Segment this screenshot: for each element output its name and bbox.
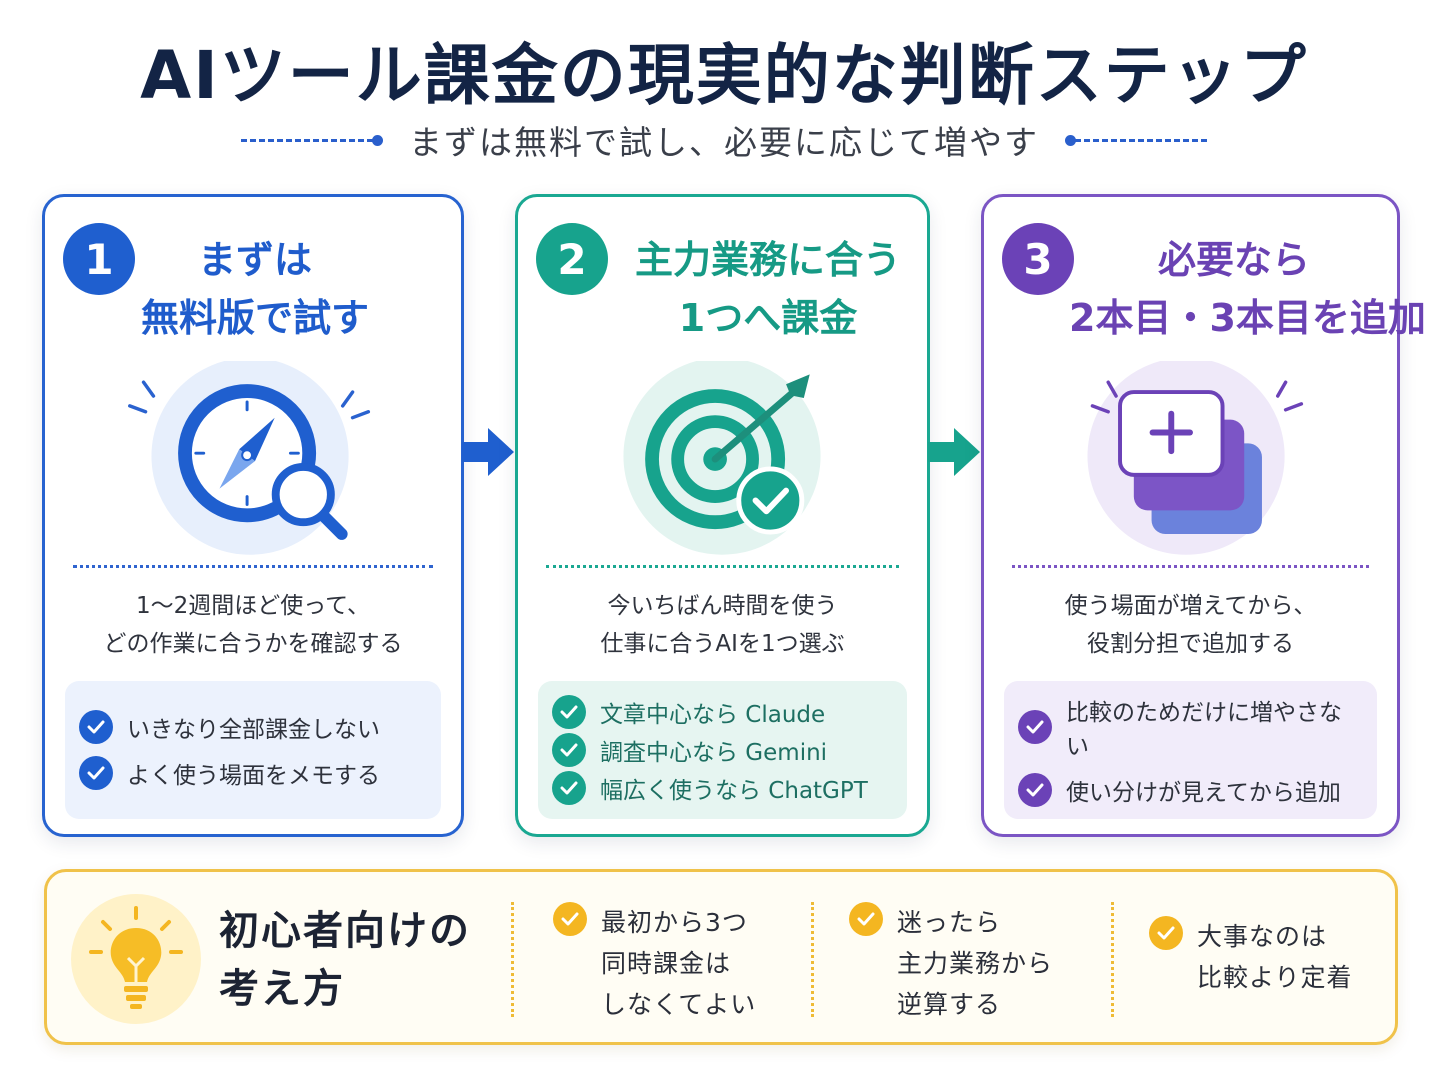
arrow-right-icon xyxy=(462,428,514,476)
divider xyxy=(73,565,433,568)
tips-panel: 初心者向けの 考え方 最初から3つ 同時課金は しなくてよい 迷ったら 主力業務… xyxy=(44,869,1398,1045)
divider xyxy=(546,565,899,568)
list-item-label: よく使う場面をメモする xyxy=(127,763,380,789)
step-description: 今いちばん時間を使う 仕事に合うAIを1つ選ぶ xyxy=(518,587,927,663)
step-title-line: 主力業務に合う xyxy=(634,238,901,282)
description-line: 使う場面が増えてから、 xyxy=(1064,593,1317,619)
tip-item: 大事なのは 比較より定着 xyxy=(1149,916,1353,998)
tip-line: 迷ったら xyxy=(897,908,1002,937)
step-number-badge: 2 xyxy=(536,223,608,295)
step-card-2: 2 主力業務に合う 1つへ課金 今いちばん時間を使う 仕事に合うAIを1つ選ぶ … xyxy=(515,194,930,837)
tip-line: しなくてよい xyxy=(601,990,757,1019)
tip-line: 主力業務から xyxy=(897,949,1054,978)
check-icon xyxy=(552,771,586,805)
step-number-badge: 1 xyxy=(63,223,135,295)
step-title-line: 無料版で試す xyxy=(140,296,369,340)
tip-item: 迷ったら 主力業務から 逆算する xyxy=(849,902,1053,1025)
lightbulb-icon xyxy=(71,894,201,1024)
target-check-icon xyxy=(623,361,821,555)
checklist: いきなり全部課金しない よく使う場面をメモする xyxy=(65,681,441,819)
list-item: 比較のためだけに増やさない xyxy=(1018,693,1363,761)
tip-line: 最初から3つ xyxy=(601,908,748,937)
step-title: 主力業務に合う 1つへ課金 xyxy=(623,231,913,347)
list-item-label: 幅広く使うなら ChatGPT xyxy=(600,778,868,804)
list-item-label: 調査中心なら Gemini xyxy=(600,740,828,766)
step-title-line: 必要なら xyxy=(1157,238,1310,282)
tip-line: 同時課金は xyxy=(601,949,732,978)
separator xyxy=(511,902,514,1017)
subtitle-decor-left xyxy=(241,134,383,146)
checklist: 比較のためだけに増やさない 使い分けが見えてから追加 xyxy=(1004,681,1377,819)
list-item: よく使う場面をメモする xyxy=(79,756,427,790)
check-icon xyxy=(79,756,113,790)
tip-text: 最初から3つ 同時課金は しなくてよい xyxy=(601,902,756,1025)
step-title: まずは 無料版で試す xyxy=(135,231,375,347)
check-icon xyxy=(849,902,883,936)
step-title-line: まずは xyxy=(197,238,312,282)
tips-title: 初心者向けの 考え方 xyxy=(219,902,471,1018)
list-item-label: 比較のためだけに増やさない xyxy=(1066,700,1342,760)
step-number-badge: 3 xyxy=(1002,223,1074,295)
subtitle-decor-right xyxy=(1065,134,1207,146)
step-title-line: 1つへ課金 xyxy=(678,296,858,340)
arrow-right-icon xyxy=(928,428,980,476)
step-card-3: 3 必要なら 2本目・3本目を追加 使う場面が増えてから、 役割分担で追加する … xyxy=(981,194,1426,837)
description-line: 役割分担で追加する xyxy=(1087,631,1294,657)
check-icon xyxy=(1018,773,1052,807)
stacked-add-icon xyxy=(1087,361,1304,555)
description-line: 今いちばん時間を使う xyxy=(607,593,838,619)
list-item-label: 使い分けが見えてから追加 xyxy=(1066,780,1341,806)
tip-text: 迷ったら 主力業務から 逆算する xyxy=(897,902,1053,1025)
tip-item: 最初から3つ 同時課金は しなくてよい xyxy=(553,902,756,1025)
description-line: 1〜2週間ほど使って、 xyxy=(136,593,370,619)
page-title: AIツール課金の現実的な判断ステップ xyxy=(140,37,1308,114)
tips-title-line: 考え方 xyxy=(219,966,345,1012)
compass-search-icon xyxy=(128,361,371,555)
checklist: 文章中心なら Claude 調査中心なら Gemini 幅広く使うなら Chat… xyxy=(538,681,907,819)
description-line: 仕事に合うAIを1つ選ぶ xyxy=(600,631,845,657)
tip-line: 逆算する xyxy=(897,990,1002,1019)
list-item: いきなり全部課金しない xyxy=(79,710,427,744)
separator xyxy=(811,902,814,1017)
list-item-label: 文章中心なら Claude xyxy=(600,702,826,728)
step-description: 1〜2週間ほど使って、 どの作業に合うかを確認する xyxy=(45,587,461,663)
tip-line: 大事なのは xyxy=(1197,922,1328,951)
check-icon xyxy=(552,695,586,729)
check-icon xyxy=(79,710,113,744)
subtitle-row: まずは無料で試し、必要に応じて増やす xyxy=(0,116,1448,164)
tips-title-line: 初心者向けの xyxy=(219,908,471,954)
subtitle: まずは無料で試し、必要に応じて増やす xyxy=(409,123,1039,162)
list-item: 調査中心なら Gemini xyxy=(552,733,893,767)
list-item: 使い分けが見えてから追加 xyxy=(1018,773,1363,807)
check-icon xyxy=(553,902,587,936)
tip-line: 比較より定着 xyxy=(1197,963,1353,992)
list-item-label: いきなり全部課金しない xyxy=(127,717,380,743)
separator xyxy=(1111,902,1114,1017)
check-icon xyxy=(1018,710,1052,744)
step-card-1: 1 まずは 無料版で試す 1〜2週間ほど使って、 どの作業に合うかを確認する い… xyxy=(42,194,464,837)
list-item: 幅広く使うなら ChatGPT xyxy=(552,771,893,805)
check-icon xyxy=(552,733,586,767)
list-item: 文章中心なら Claude xyxy=(552,695,893,729)
check-icon xyxy=(1149,916,1183,950)
description-line: どの作業に合うかを確認する xyxy=(103,631,403,657)
tip-text: 大事なのは 比較より定着 xyxy=(1197,916,1353,998)
step-title: 必要なら 2本目・3本目を追加 xyxy=(1069,231,1426,347)
divider xyxy=(1012,565,1369,568)
step-title-line: 2本目・3本目を追加 xyxy=(1069,296,1426,340)
step-description: 使う場面が増えてから、 役割分担で追加する xyxy=(984,587,1397,663)
